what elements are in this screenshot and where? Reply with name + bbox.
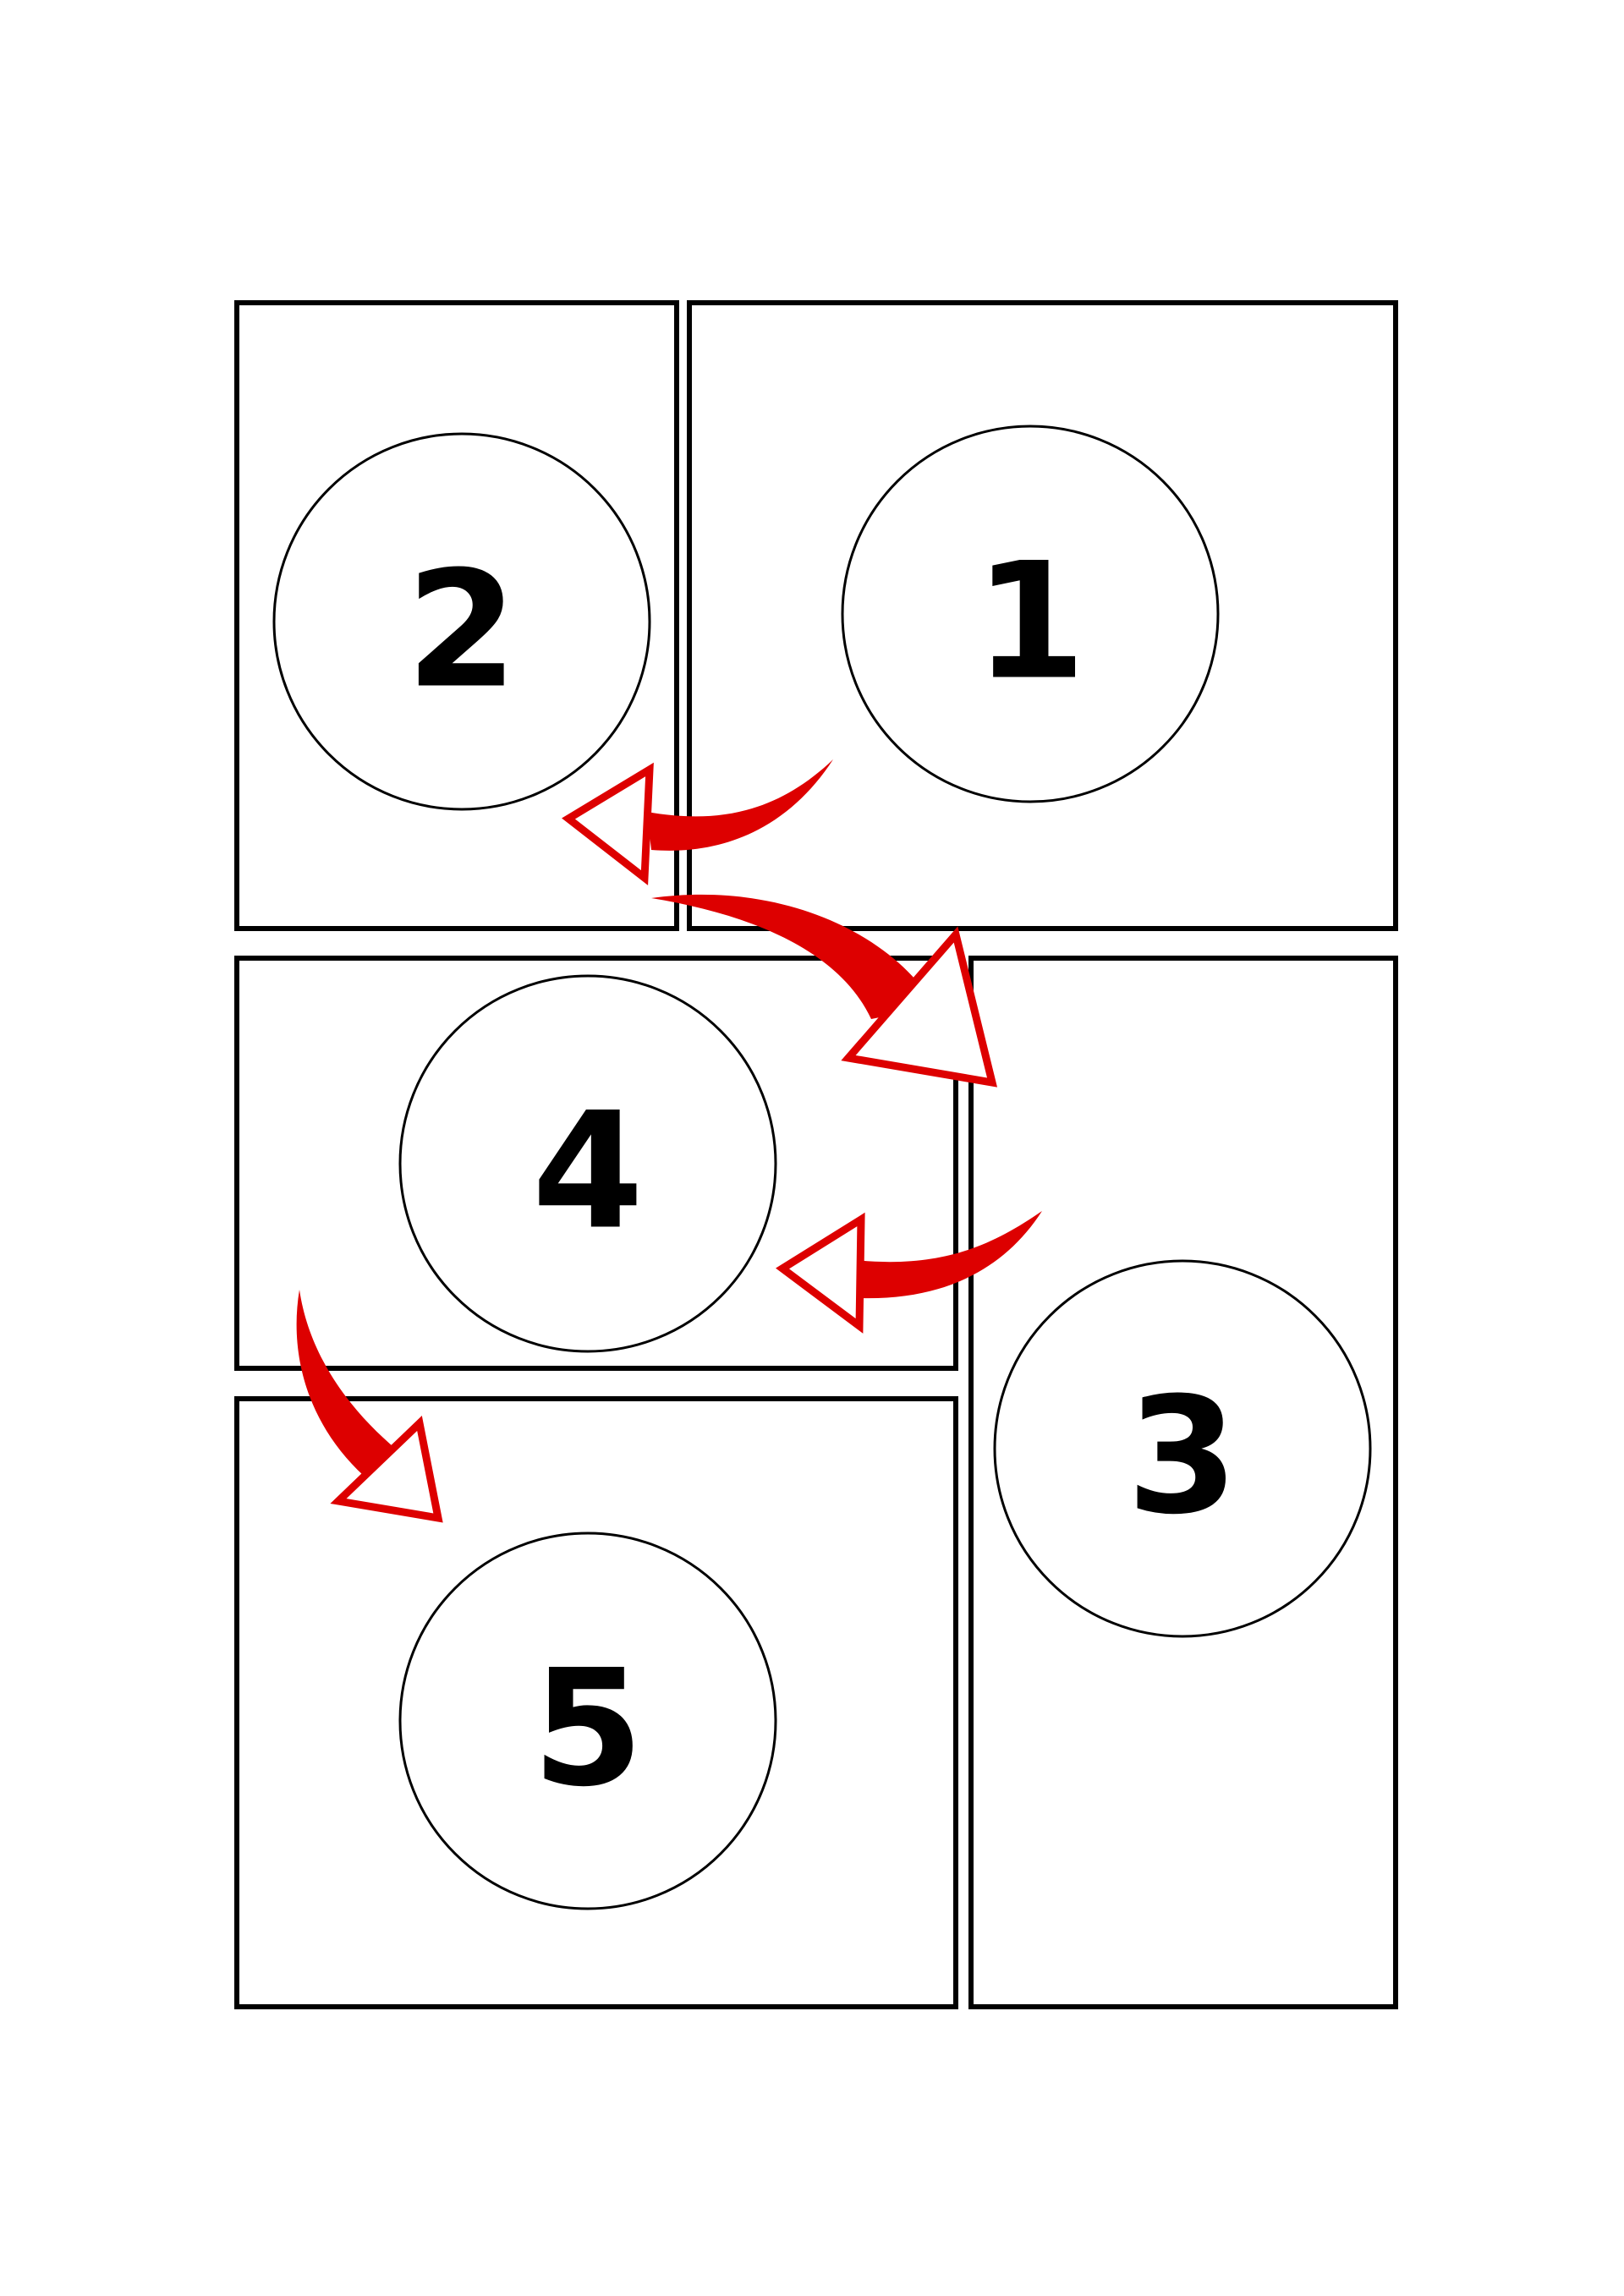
arrow-4-to-5 xyxy=(296,1290,443,1523)
arrow-2-to-3-head xyxy=(841,926,998,1088)
panel-2-circle xyxy=(272,432,651,811)
panel-3-circle xyxy=(993,1259,1372,1638)
arrow-1-to-2-head xyxy=(562,762,654,885)
arrow-2-to-3 xyxy=(651,894,998,1088)
panel-2-number: 2 xyxy=(406,537,518,724)
panel-3: 3 xyxy=(968,956,1398,2009)
panel-5-circle xyxy=(398,1532,777,1910)
arrow-3-to-4-body xyxy=(854,1211,1042,1299)
panel-1-circle xyxy=(841,425,1220,803)
panel-1-number: 1 xyxy=(974,529,1086,715)
panel-5: 5 xyxy=(234,1396,958,2009)
arrow-3-to-4-head xyxy=(776,1212,865,1334)
arrow-4-to-5-body xyxy=(296,1290,398,1476)
arrow-1-to-2 xyxy=(562,759,833,885)
panel-3-number: 3 xyxy=(1127,1363,1238,1550)
panel-5-number: 5 xyxy=(532,1636,644,1822)
arrow-4-to-5-head xyxy=(330,1416,443,1523)
panel-4-number: 4 xyxy=(532,1078,644,1265)
panel-2: 2 xyxy=(234,300,679,931)
arrow-2-to-3-body xyxy=(651,894,935,1019)
panel-1: 1 xyxy=(687,300,1398,931)
panel-4-circle xyxy=(398,974,777,1353)
arrow-3-to-4 xyxy=(776,1211,1042,1334)
arrow-1-to-2-body xyxy=(647,759,833,851)
